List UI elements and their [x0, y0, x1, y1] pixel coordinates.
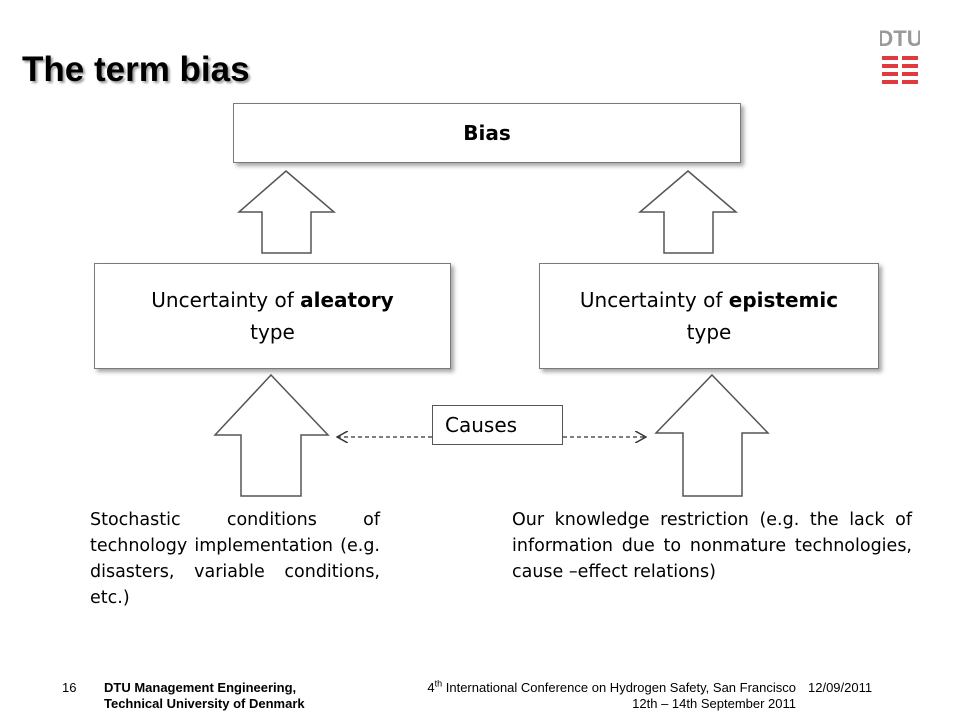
up-arrow-icon	[236, 170, 337, 254]
epistemic-keyword: epistemic	[728, 288, 839, 312]
epistemic-box: Uncertainty of epistemic type	[539, 263, 879, 369]
dtu-logo-mark	[882, 54, 918, 86]
up-arrow-icon	[654, 373, 770, 497]
dtu-logo: DTU	[880, 26, 920, 86]
footer-conf-line1: 4th International Conference on Hydrogen…	[400, 678, 796, 696]
aleatory-suffix: type	[250, 320, 295, 344]
dtu-logo-text: DTU	[880, 26, 920, 51]
aleatory-description: Stochastic conditions of technology impl…	[90, 510, 380, 608]
up-arrow-icon	[213, 373, 330, 497]
footer-conf-sup: th	[434, 678, 443, 689]
epistemic-label: Uncertainty of epistemic type	[580, 284, 838, 348]
aleatory-label: Uncertainty of aleatory type	[151, 284, 393, 348]
aleatory-prefix: Uncertainty of	[151, 288, 301, 312]
footer-conference: 4th International Conference on Hydrogen…	[400, 678, 796, 712]
causes-box: Causes	[432, 405, 563, 445]
bias-box: Bias	[233, 103, 741, 163]
footer-dept-line2: Technical University of Denmark	[104, 696, 305, 711]
footer-date: 12/09/2011	[808, 680, 873, 695]
epistemic-description: Our knowledge restriction (e.g. the lack…	[512, 510, 912, 582]
footer-department: DTU Management Engineering, Technical Un…	[104, 680, 305, 712]
footer-conf-text: International Conference on Hydrogen Saf…	[442, 680, 796, 695]
aleatory-keyword: aleatory	[300, 288, 394, 312]
footer-dept-line1: DTU Management Engineering,	[104, 680, 297, 695]
slide-title: The term bias	[22, 50, 250, 89]
page-number: 16	[62, 680, 77, 695]
bias-label: Bias	[463, 121, 511, 145]
footer-conf-num: 4	[427, 680, 435, 695]
epistemic-prefix: Uncertainty of	[579, 288, 729, 312]
up-arrow-icon	[637, 170, 739, 254]
epistemic-suffix: type	[686, 320, 732, 344]
aleatory-box: Uncertainty of aleatory type	[94, 263, 451, 369]
footer-conf-line2: 12th – 14th September 2011	[632, 696, 796, 711]
